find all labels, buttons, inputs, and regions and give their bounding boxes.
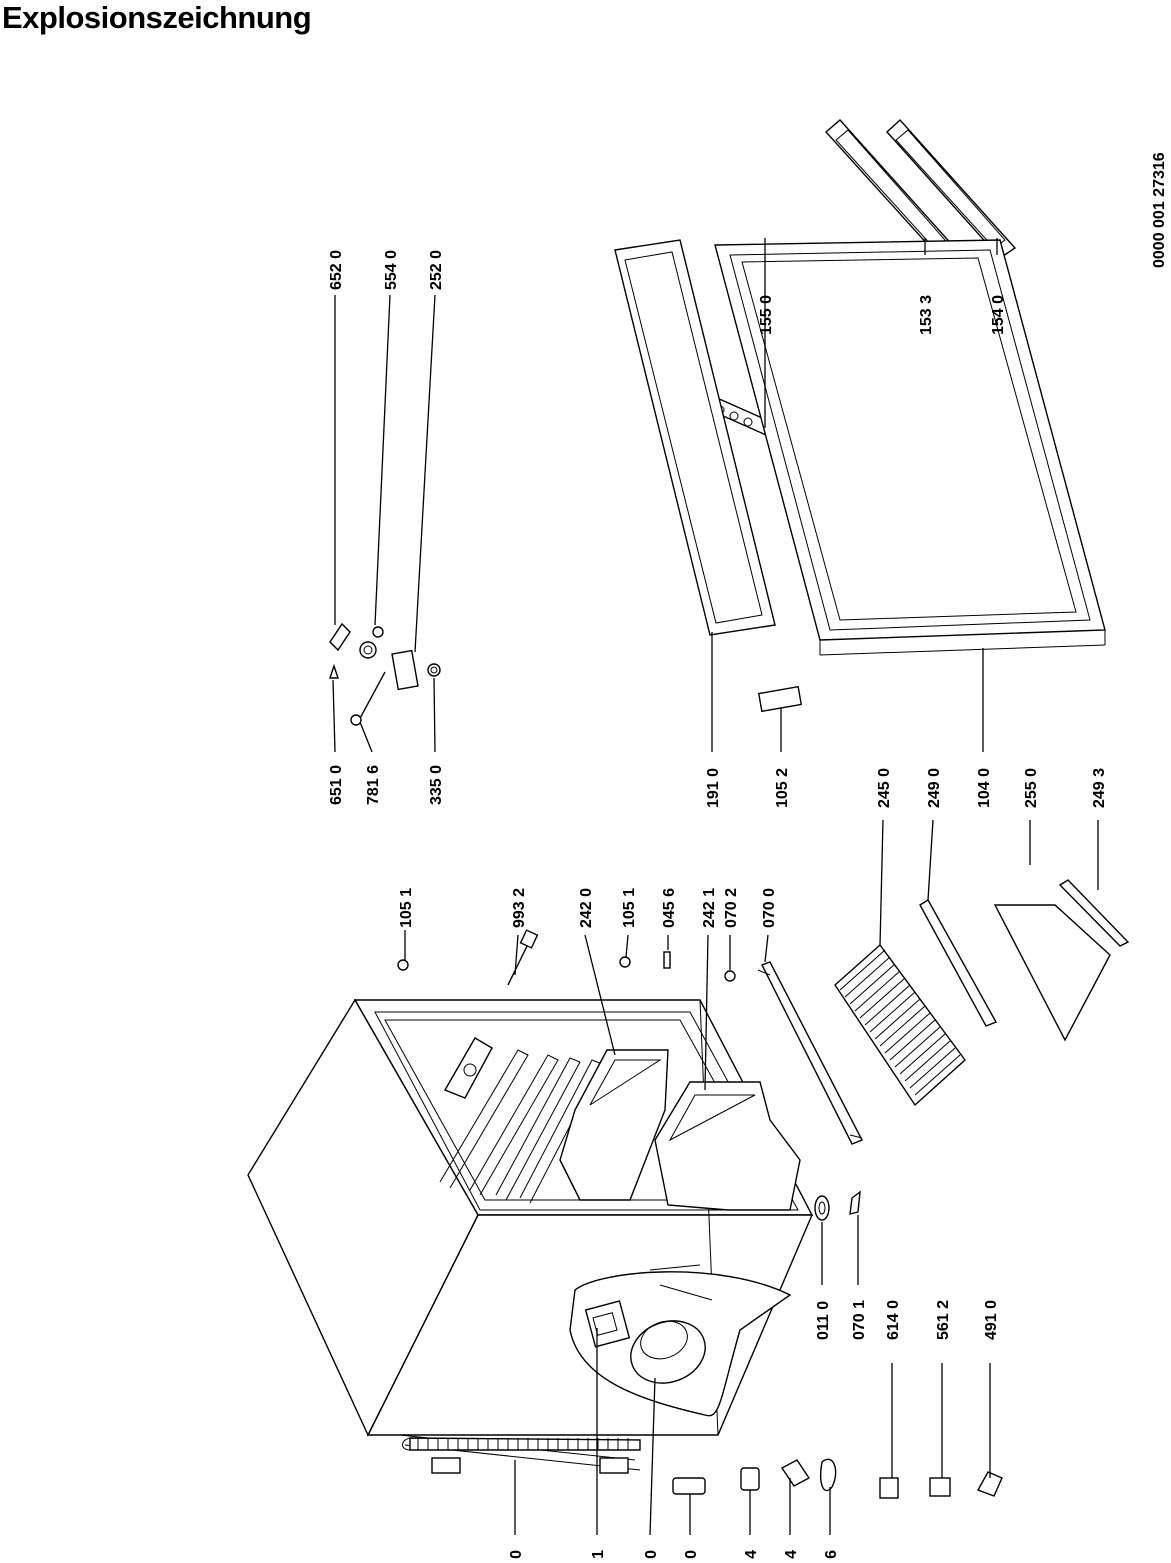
label-491-0: 491 0 (983, 1300, 1000, 1340)
label-402-4: 402 4 (783, 1550, 800, 1563)
label-249-0: 249 0 (926, 768, 943, 808)
label-402-0: 402 0 (643, 1550, 660, 1563)
label-191-0: 191 0 (705, 768, 722, 808)
label-242-0: 242 0 (578, 888, 595, 928)
label-993-2: 993 2 (511, 888, 528, 928)
part-labels: 105 1 993 2 242 0 105 1 045 6 242 1 070 … (328, 250, 1108, 1563)
document-number: 0000 001 27316 (1151, 152, 1168, 268)
label-614-0: 614 0 (885, 1300, 902, 1340)
small-parts-lower (672, 1458, 1003, 1499)
small-parts-upper (397, 929, 863, 1221)
interior-drawers (443, 1037, 801, 1211)
label-105-1-b: 105 1 (621, 888, 638, 928)
label-104-0: 104 0 (976, 768, 993, 808)
label-105-1-a: 105 1 (398, 888, 415, 928)
label-651-0: 651 0 (328, 765, 345, 805)
label-402-1: 402 1 (590, 1550, 607, 1563)
shelves (834, 879, 1130, 1107)
label-011-0: 011 0 (815, 1301, 832, 1340)
label-652-0: 652 0 (328, 250, 345, 290)
label-070-1: 070 1 (851, 1300, 868, 1340)
label-781-6: 781 6 (365, 765, 382, 805)
label-154-0: 154 0 (990, 295, 1007, 335)
label-554-0: 554 0 (383, 250, 400, 290)
label-255-0: 255 0 (1023, 768, 1040, 808)
label-155-0: 155 0 (758, 295, 775, 335)
thermostat-group (329, 622, 441, 726)
label-245-0: 245 0 (876, 768, 893, 808)
label-153-3: 153 3 (918, 295, 935, 335)
door-assembly (614, 239, 1106, 713)
label-242-1: 242 1 (701, 888, 718, 928)
label-045-6: 045 6 (661, 888, 678, 928)
label-335-0: 335 0 (428, 765, 445, 805)
condenser-coil (402, 1437, 641, 1451)
label-105-2: 105 2 (774, 768, 791, 808)
leader-lines (332, 238, 1099, 1536)
page-title: Explosionszeichnung (2, 0, 312, 35)
label-070-0: 070 0 (761, 888, 778, 928)
label-249-3: 249 3 (1091, 768, 1108, 808)
label-783-6: 783 6 (823, 1550, 840, 1563)
label-740-4: 740 4 (743, 1550, 760, 1563)
label-252-0: 252 0 (428, 250, 445, 290)
cabinet-body (247, 998, 814, 1474)
label-070-2: 070 2 (723, 888, 740, 928)
label-740-0: 740 0 (508, 1550, 525, 1563)
label-561-2: 561 2 (935, 1300, 952, 1340)
label-764-0: 764 0 (683, 1550, 700, 1563)
